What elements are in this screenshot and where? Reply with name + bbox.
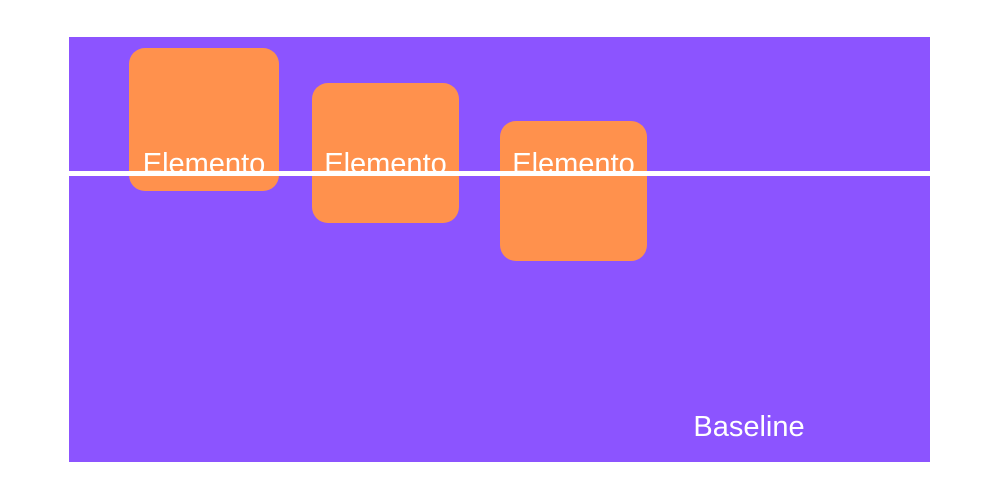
flex-item-1: Elemento xyxy=(129,48,279,191)
flex-item-2: Elemento xyxy=(312,83,459,223)
flex-container: Elemento Elemento Elemento Baseline xyxy=(69,37,930,462)
flex-item-3: Elemento xyxy=(500,121,647,261)
baseline-line xyxy=(69,171,930,176)
baseline-caption: Baseline xyxy=(693,411,805,443)
